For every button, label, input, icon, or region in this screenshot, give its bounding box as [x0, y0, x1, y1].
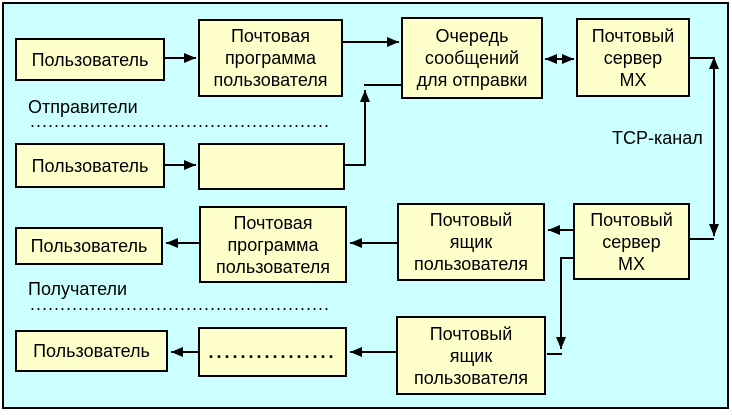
node-user-recipient-1: Пользователь [15, 227, 163, 265]
node-user-sender-2: Пользователь [15, 143, 165, 188]
node-user-sender-1: Пользователь [15, 38, 165, 81]
node-mx-server-sender-label: Почтовый сервер MX [591, 25, 675, 90]
node-user-sender-1-label: Пользователь [31, 49, 149, 70]
node-mx-server-recipient: Почтовый сервер MX [573, 203, 690, 280]
node-mx-server-sender: Почтовый сервер MX [576, 18, 690, 97]
senders-dotted-separator: ........................................… [30, 112, 331, 131]
node-mailbox-recipient-1: Почтовый ящик пользователя [397, 203, 545, 281]
recipients-dotted-separator: ........................................… [30, 295, 331, 314]
node-user-recipient-2: Пользователь [15, 330, 168, 372]
node-mail-program-sender-1-label: Почтовая программа пользователя [213, 26, 328, 90]
node-mail-program-recipient-2-dotted: ................ [198, 327, 347, 377]
node-mail-program-recipient-1: Почтовая программа пользователя [199, 206, 347, 283]
node-mx-server-recipient-label: Почтовый сервер MX [590, 209, 673, 274]
node-outgoing-queue-label: Очередь сообщений для отправки [416, 26, 528, 90]
node-user-recipient-1-label: Пользователь [30, 236, 148, 256]
tcp-channel-label: TCP-канал [612, 128, 703, 148]
node-mail-program-sender-2-empty [198, 143, 345, 190]
senders-group-label: Отправители [28, 97, 138, 117]
node-mailbox-recipient-2: Почтовый ящик пользователя [396, 316, 546, 395]
node-user-recipient-2-label: Пользователь [33, 341, 150, 361]
node-outgoing-queue: Очередь сообщений для отправки [401, 17, 543, 99]
node-mailbox-recipient-2-label: Почтовый ящик пользователя [414, 323, 528, 388]
node-mailbox-recipient-1-label: Почтовый ящик пользователя [414, 210, 528, 274]
recipients-group-label: Получатели [28, 279, 128, 299]
node-mail-program-recipient-1-label: Почтовая программа пользователя [216, 212, 330, 277]
node-mail-program-recipient-2-label: ................ [208, 342, 337, 362]
node-user-sender-2-label: Пользователь [31, 155, 149, 176]
node-mail-program-sender-1: Почтовая программа пользователя [198, 19, 343, 97]
